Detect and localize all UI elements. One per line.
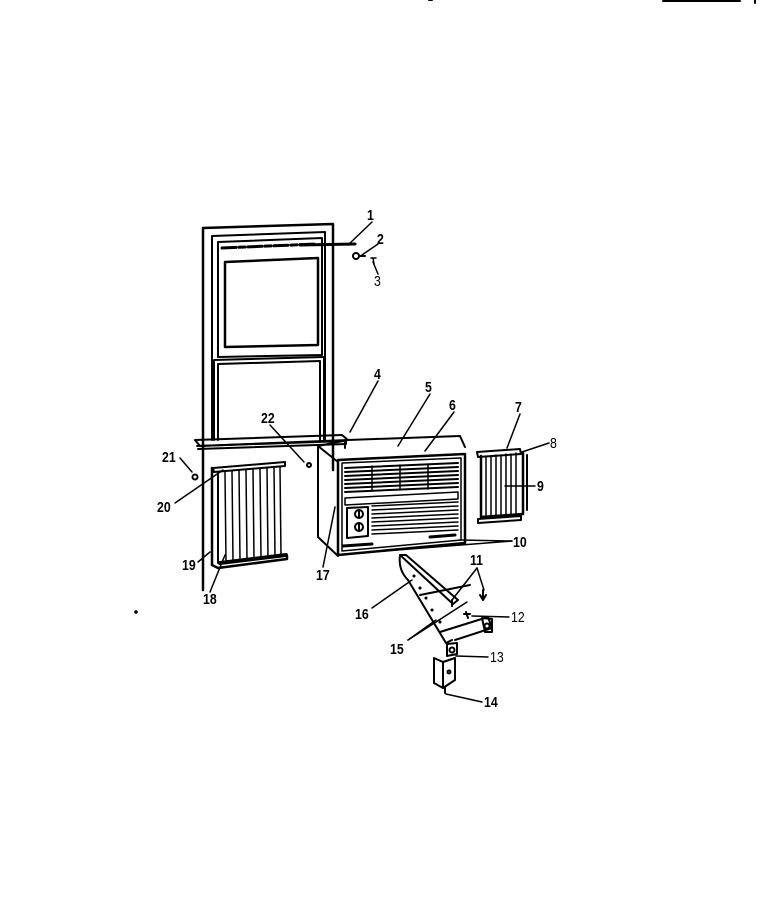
callout-label-6: 6	[449, 397, 456, 414]
callout-label-9: 9	[537, 478, 544, 495]
callout-label-4: 4	[374, 366, 381, 383]
callout-label-7: 7	[515, 399, 522, 416]
callout-label-11: 11	[470, 552, 484, 569]
callout-label-3: 3	[374, 273, 381, 290]
callout-label-5: 5	[425, 379, 432, 396]
callout-label-14: 14	[484, 694, 498, 711]
callout-label-12: 12	[511, 609, 525, 626]
callout-label-1: 1	[367, 207, 374, 224]
leveling-bracket	[433, 657, 456, 694]
callout-label-8: 8	[550, 435, 557, 452]
filter-assembly	[476, 448, 528, 524]
top-edge-marks	[428, 0, 756, 4]
front-grille	[336, 452, 467, 557]
callout-label-2: 2	[377, 231, 384, 248]
callout-label-19: 19	[182, 557, 196, 574]
callout-label-21: 21	[162, 449, 176, 466]
support-bracket	[398, 554, 493, 657]
callout-label-22: 22	[261, 410, 275, 427]
callout-label-20: 20	[157, 499, 171, 516]
stray-dot	[134, 610, 138, 614]
callout-label-18: 18	[203, 591, 217, 608]
callout-label-17: 17	[316, 567, 330, 584]
callout-label-13: 13	[490, 649, 504, 666]
callout-label-16: 16	[355, 606, 369, 623]
callout-label-10: 10	[513, 534, 527, 551]
callout-label-15: 15	[390, 641, 404, 658]
leader-lines	[174, 221, 550, 703]
left-side-curtain	[191, 461, 289, 570]
